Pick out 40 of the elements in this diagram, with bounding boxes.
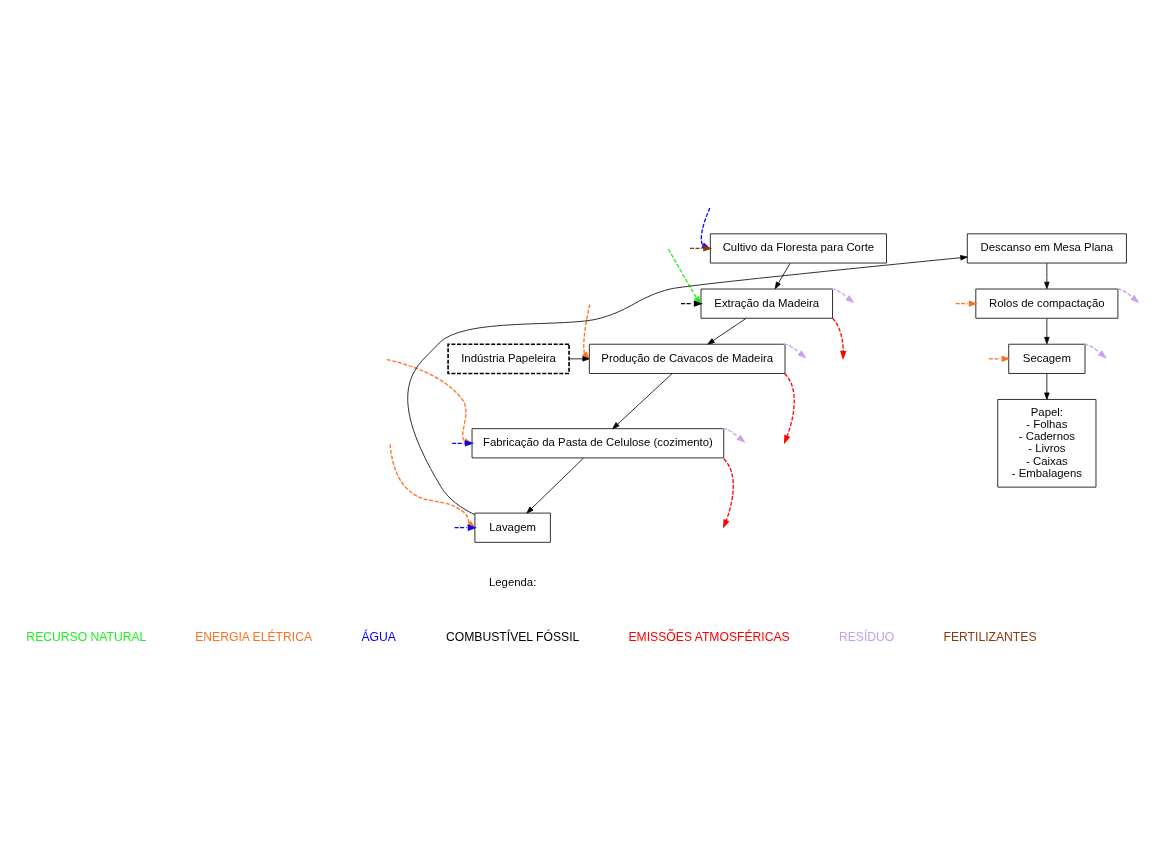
arrow [526,457,584,513]
label: Legenda: [488,575,537,588]
arrow [407,254,968,515]
arrow [954,299,978,307]
arrow [707,317,747,345]
legend-label: RESÍDUO [838,629,895,644]
legend-label: COMBUSTÍVEL FÓSSIL [445,629,580,644]
node-box: Papel: - Folhas - Cadernos - Livros - Caixas - Embalagens [997,398,1097,488]
node-box: Fabricação da Pasta de Celulose (cozimento) [471,427,725,458]
legend-label: FERTILIZANTES [943,629,1037,644]
arrow [783,343,807,358]
arrow [1044,317,1050,344]
node-box: Rolos de compactação [975,288,1119,319]
legend-label: ÁGUA [361,629,396,644]
arrow [1044,262,1050,289]
node-box: Lavagem [474,512,551,543]
node-box: Cultivo da Floresta para Corte [709,232,887,263]
arrow [988,355,1011,362]
arrow [722,427,746,443]
arrow [1044,372,1050,400]
arrow [453,524,477,531]
node-box: Secagem [1008,343,1086,374]
arrow [831,287,855,303]
node-box: Produção de Cavacos de Madeira [588,343,786,374]
arrow [612,372,673,429]
node-box: Indústria Papeleira [447,342,570,374]
arrow [783,372,795,444]
arrow [680,299,703,307]
node-box: Extração da Madeira [700,288,833,319]
arrow [774,262,791,289]
node-box: Descanso em Mesa Plana [966,232,1127,263]
arrow [723,457,734,529]
legend-label: RECURSO NATURAL [26,629,147,644]
arrow [568,355,590,362]
arrow [667,248,702,305]
arrow [831,317,847,360]
arrow [1083,343,1107,358]
legend-label: EMISSÕES ATMOSFÉRICAS [628,629,790,644]
legend-label: ENERGIA ELÉTRICA [195,629,313,644]
arrow [1116,287,1140,303]
